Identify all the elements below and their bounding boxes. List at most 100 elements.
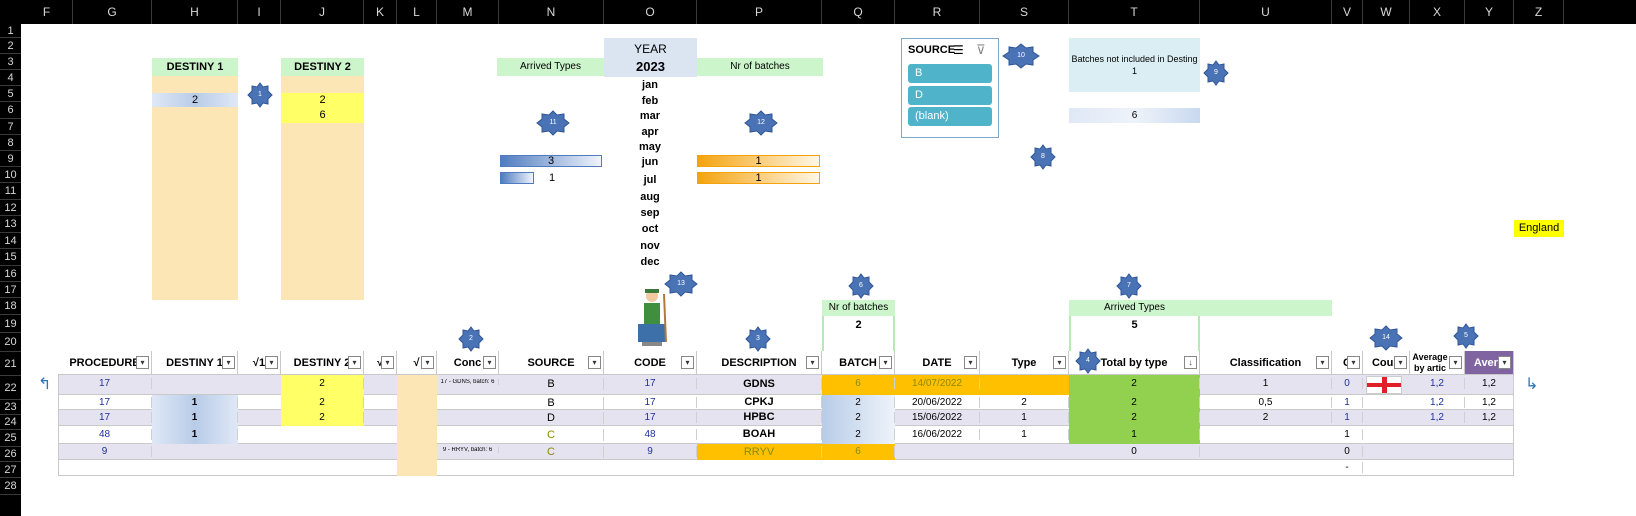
filter-dropdown-icon[interactable]: ▾: [1394, 356, 1407, 369]
destiny2-value-2[interactable]: 6: [281, 108, 364, 123]
th-type[interactable]: Type▾: [980, 351, 1069, 375]
cell-total[interactable]: 2: [1069, 412, 1200, 423]
cell-description[interactable]: RRYV: [697, 446, 822, 458]
year-value[interactable]: 2023: [636, 59, 665, 74]
row-header-26[interactable]: 26: [0, 447, 21, 462]
filter-dropdown-icon[interactable]: ▾: [1347, 356, 1360, 369]
cell-source[interactable]: B: [499, 378, 604, 390]
cell-source[interactable]: B: [499, 397, 604, 409]
th-average-by-article[interactable]: Average by artic▾: [1410, 351, 1465, 375]
cell-batch[interactable]: 2: [822, 429, 895, 440]
filter-dropdown-icon[interactable]: ▾: [681, 356, 694, 369]
filter-dropdown-icon[interactable]: ▾: [483, 356, 496, 369]
th-destiny1[interactable]: DESTINY 1▾: [152, 351, 238, 375]
cell-batch[interactable]: 6: [822, 446, 895, 457]
cell-date[interactable]: 14/07/2022: [895, 378, 980, 389]
cell-date[interactable]: 20/06/2022: [895, 397, 980, 408]
filter-dropdown-icon[interactable]: ▾: [265, 356, 278, 369]
sort-desc-icon[interactable]: ↓: [1184, 356, 1197, 369]
cell-destiny2[interactable]: 2: [281, 397, 364, 408]
row-header-15[interactable]: 15: [0, 249, 21, 266]
cell-c[interactable]: 1: [1332, 429, 1363, 440]
row-header-25[interactable]: 25: [0, 430, 21, 447]
month-apr[interactable]: apr: [641, 126, 659, 138]
cell-destiny1[interactable]: 1: [152, 429, 238, 440]
col-header-F[interactable]: F: [21, 0, 73, 24]
col-header-K[interactable]: K: [364, 0, 397, 24]
month-may[interactable]: may: [638, 141, 662, 153]
row-header-2[interactable]: 2: [0, 38, 21, 54]
cell-procedure[interactable]: 9: [58, 446, 152, 457]
cell-type[interactable]: 1: [980, 429, 1069, 440]
cell-date[interactable]: 15/06/2022: [895, 412, 980, 423]
month-jun[interactable]: jun: [641, 156, 659, 168]
col-header-M[interactable]: M: [437, 0, 499, 24]
filter-dropdown-icon[interactable]: ▾: [421, 356, 434, 369]
cell-code[interactable]: 17: [604, 397, 697, 408]
cell-destiny1[interactable]: 1: [152, 397, 238, 408]
cell-average-by-article[interactable]: 1,2: [1410, 412, 1465, 423]
cell-average-by-article[interactable]: 1,2: [1410, 397, 1465, 408]
col-header-Y[interactable]: Y: [1465, 0, 1514, 24]
col-header-X[interactable]: X: [1410, 0, 1465, 24]
undo-arrow-icon[interactable]: ↰: [38, 376, 52, 393]
th-check1[interactable]: √1▾: [238, 351, 281, 375]
row-header-5[interactable]: 5: [0, 86, 21, 102]
col-header-J[interactable]: J: [281, 0, 364, 24]
cell-c[interactable]: 1: [1332, 397, 1363, 408]
col-header-R[interactable]: R: [895, 0, 980, 24]
cell-description[interactable]: BOAH: [697, 428, 822, 440]
cell-description[interactable]: HPBC: [697, 411, 822, 423]
cell-source[interactable]: D: [499, 412, 604, 424]
month-sep[interactable]: sep: [640, 207, 660, 219]
row-header-3[interactable]: 3: [0, 54, 21, 70]
cell-destiny1[interactable]: 1: [152, 412, 238, 423]
row-header-12[interactable]: 12: [0, 200, 21, 216]
destiny2-value-1[interactable]: 2: [281, 93, 364, 108]
row-header-27[interactable]: 27: [0, 462, 21, 478]
slicer-item-blank[interactable]: (blank): [908, 107, 992, 126]
col-header-N[interactable]: N: [499, 0, 604, 24]
row-header-11[interactable]: 11: [0, 183, 21, 200]
row-header-10[interactable]: 10: [0, 167, 21, 183]
row-header-16[interactable]: 16: [0, 266, 21, 282]
row-header-19[interactable]: 19: [0, 315, 21, 333]
row-header-4[interactable]: 4: [0, 70, 21, 86]
month-nov[interactable]: nov: [640, 240, 660, 252]
row-header-24[interactable]: 24: [0, 415, 21, 430]
col-header-G[interactable]: G: [73, 0, 152, 24]
row-header-8[interactable]: 8: [0, 135, 21, 151]
filter-dropdown-icon[interactable]: ▾: [1449, 356, 1462, 369]
cell-total[interactable]: 0: [1069, 446, 1200, 457]
cell-classification[interactable]: 2: [1200, 412, 1332, 423]
cell-classification[interactable]: 1: [1200, 378, 1332, 389]
th-check3[interactable]: √▾: [397, 351, 437, 375]
cell-procedure[interactable]: 17: [58, 412, 152, 423]
cell-batch[interactable]: 2: [822, 397, 895, 408]
cell-classification[interactable]: 0,5: [1200, 397, 1332, 408]
col-header-Q[interactable]: Q: [822, 0, 895, 24]
row-header-18[interactable]: 18: [0, 298, 21, 315]
month-mar[interactable]: mar: [639, 110, 661, 122]
row-header-9[interactable]: 9: [0, 151, 21, 167]
filter-dropdown-icon[interactable]: ▾: [222, 356, 235, 369]
cell-code[interactable]: 9: [604, 446, 697, 457]
redo-arrow-icon[interactable]: ↳: [1525, 376, 1539, 393]
month-jan[interactable]: jan: [642, 79, 658, 91]
cell-procedure[interactable]: 48: [58, 429, 152, 440]
slicer-item-d[interactable]: D: [908, 86, 992, 105]
col-header-H[interactable]: H: [152, 0, 238, 24]
destiny1-value[interactable]: 2: [152, 93, 238, 107]
cell-type[interactable]: 2: [980, 397, 1069, 408]
row-header-6[interactable]: 6: [0, 102, 21, 119]
row-header-17[interactable]: 17: [0, 282, 21, 298]
col-header-T[interactable]: T: [1069, 0, 1200, 24]
th-code[interactable]: CODE▾: [604, 351, 697, 375]
row-header-13[interactable]: 13: [0, 216, 21, 233]
cell-c[interactable]: -: [1332, 462, 1363, 473]
cell-total[interactable]: 2: [1069, 397, 1200, 408]
clear-filter-icon[interactable]: ⊽: [976, 42, 986, 57]
cell-procedure[interactable]: 17: [58, 397, 152, 408]
row-header-20[interactable]: 20: [0, 333, 21, 352]
col-header-Z[interactable]: Z: [1514, 0, 1564, 24]
